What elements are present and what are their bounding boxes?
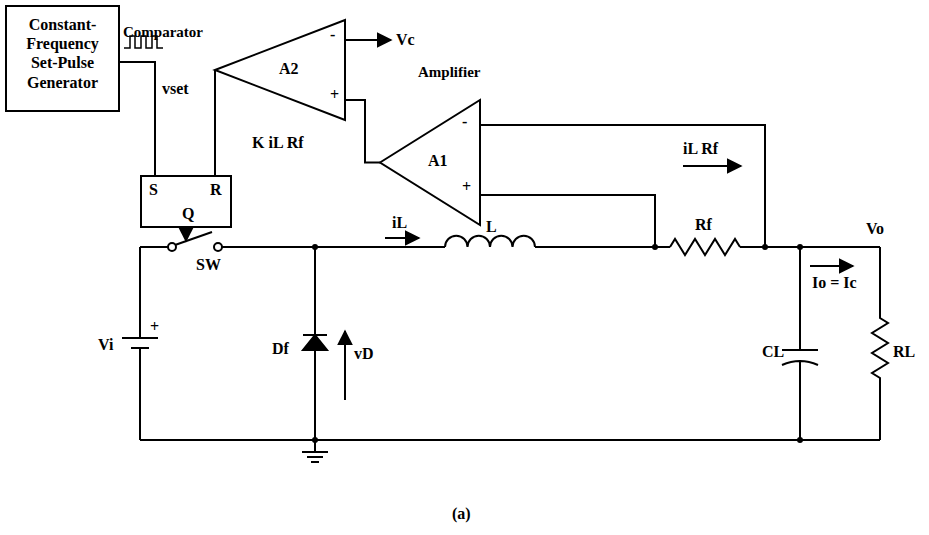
block-name: Amplifier xyxy=(418,64,480,81)
signal-label: RL xyxy=(893,343,915,361)
io-arrow xyxy=(810,265,853,267)
signal-label: + xyxy=(150,318,159,336)
ilrf-arrow xyxy=(683,165,741,167)
block-name: Comparator xyxy=(123,24,203,41)
signal-label: Vo xyxy=(866,220,884,238)
junction-dot xyxy=(762,244,768,250)
vd-arrow xyxy=(344,331,346,400)
battery-wire xyxy=(139,247,141,440)
junction-dot xyxy=(312,437,318,443)
signal-label: vset xyxy=(160,80,191,98)
ground-rail xyxy=(140,439,880,441)
load-resistor-symbol xyxy=(872,247,888,440)
junction-dot xyxy=(652,244,658,250)
amp-name: A2 xyxy=(279,60,299,78)
junction-dot xyxy=(797,244,803,250)
inductor-symbol xyxy=(445,236,535,247)
signal-label: Df xyxy=(272,340,289,358)
switch-blade xyxy=(175,232,212,245)
vc-arrow xyxy=(345,39,391,41)
battery-symbol xyxy=(122,338,158,348)
pin-label: S xyxy=(149,181,158,199)
signal-label: + xyxy=(330,86,339,104)
resistor-symbol xyxy=(670,239,740,255)
top-rail xyxy=(140,246,880,248)
signal-label: (a) xyxy=(452,505,471,523)
signal-label: vD xyxy=(354,345,374,363)
sense-wire xyxy=(480,125,765,247)
junction-dot xyxy=(797,437,803,443)
il-arrow xyxy=(385,237,419,239)
pin-label: R xyxy=(210,181,222,199)
junction-dot xyxy=(312,244,318,250)
signal-label: Io = Ic xyxy=(812,274,857,292)
signal-label: iL Rf xyxy=(683,140,718,158)
latch-box: S RQ xyxy=(140,175,232,228)
amp-name: A1 xyxy=(428,152,448,170)
signal-label: iL xyxy=(392,214,407,232)
comparator-triangle: ComparatorA2 xyxy=(215,20,345,120)
ground-symbol xyxy=(302,440,328,462)
signal-label: - xyxy=(462,113,467,131)
signal-label: K iL Rf xyxy=(250,134,306,152)
signal-wire xyxy=(345,100,380,163)
diode-symbol xyxy=(303,335,327,350)
signal-label: SW xyxy=(196,256,221,274)
signal-label: + xyxy=(462,178,471,196)
signal-label: - xyxy=(330,26,335,44)
signal-label: Vi xyxy=(98,336,113,354)
signal-wire xyxy=(214,70,216,175)
signal-wire xyxy=(120,62,155,175)
signal-label: Vc xyxy=(396,31,415,49)
generator-box: Constant- Frequency Set-Pulse Generator xyxy=(5,5,120,112)
signal-label: L xyxy=(486,218,497,236)
block-name: Constant- Frequency Set-Pulse Generator xyxy=(7,7,118,100)
switch-contact xyxy=(214,243,222,251)
pin-label: Q xyxy=(182,205,194,223)
q-arrow xyxy=(185,228,187,241)
signal-label: CL xyxy=(762,343,784,361)
signal-label: Rf xyxy=(695,216,712,234)
